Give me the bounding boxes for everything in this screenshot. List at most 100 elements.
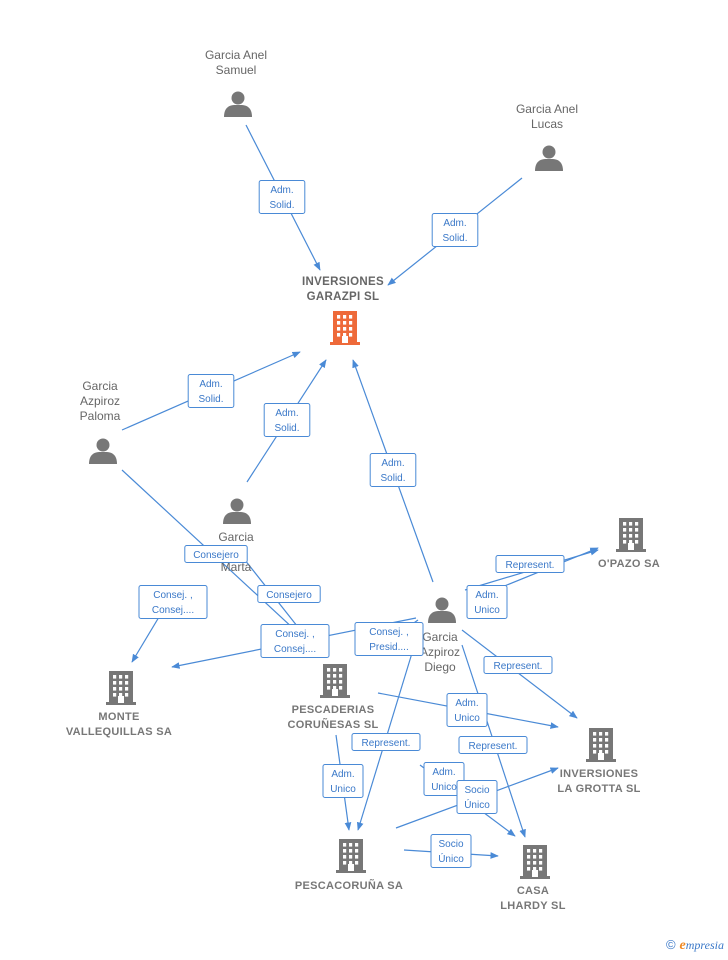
node-grotta[interactable]: INVERSIONES LA GROTTA SL	[557, 728, 640, 795]
person-icon	[428, 597, 456, 623]
building-icon	[106, 671, 136, 705]
edge-label-text: Adm.	[331, 769, 354, 780]
brand-logo-e: e	[679, 938, 686, 953]
edge-label-16[interactable]: Adm. Unico	[322, 764, 364, 798]
edge-label-17[interactable]: Adm. Unico	[423, 762, 465, 796]
node-marta[interactable]: GarciazMarta	[218, 498, 254, 575]
node-label-samuel: Samuel	[216, 63, 257, 77]
node-label-diego: Garcia	[422, 630, 458, 644]
edge-label-text: Consejero	[266, 590, 312, 601]
edge-label-5[interactable]: Consejero	[184, 545, 248, 563]
building-icon	[320, 664, 350, 698]
edge-label-text: Adm.	[270, 185, 293, 196]
node-pescacoruna[interactable]: PESCACORUÑA SA	[295, 839, 403, 892]
node-label-monte: VALLEQUILLAS SA	[66, 726, 172, 738]
edge-label-11[interactable]: Adm.Unico	[466, 585, 508, 619]
node-label-pescacoruna: PESCACORUÑA SA	[295, 879, 403, 892]
edge-label-text: Adm.	[443, 218, 466, 229]
edge-label-text: Unico	[330, 784, 356, 795]
node-label-grotta: LA GROTTA SL	[557, 783, 640, 795]
edge-label-text: Adm.	[455, 698, 478, 709]
node-lhardy[interactable]: CASA LHARDY SL	[500, 845, 565, 912]
node-label-paloma: Azpiroz	[80, 394, 120, 408]
edge-label-text: Represent.	[494, 661, 543, 672]
edge-label-8[interactable]: Consej. , Consej....	[260, 624, 330, 658]
node-label-paloma: Paloma	[80, 409, 121, 423]
edge-label-text: Adm.	[432, 767, 455, 778]
edge-label-9[interactable]: Consej. , Presid....	[354, 622, 424, 656]
edge-label-12[interactable]: Represent.	[483, 656, 553, 674]
node-label-diego: Diego	[424, 660, 456, 674]
edge-label-text: Solid.	[442, 233, 467, 244]
edge-label-text: Represent.	[506, 560, 555, 571]
edge-label-1[interactable]: Adm. Solid.	[431, 213, 479, 247]
copyright-icon: ©	[665, 937, 676, 952]
edge-label-0[interactable]: Adm. Solid.	[258, 180, 306, 214]
building-icon	[586, 728, 616, 762]
edge-label-text: Solid.	[198, 394, 223, 405]
edge-label-text: Solid.	[269, 200, 294, 211]
edge-label-6[interactable]: Consej. , Consej....	[138, 585, 208, 619]
node-label-grotta: INVERSIONES	[560, 768, 639, 780]
edge-label-10[interactable]: Represent.	[495, 555, 565, 573]
node-label-paloma: Garcia	[82, 379, 118, 393]
edge-label-2[interactable]: Adm.Solid.	[187, 374, 235, 408]
edge-label-text: Adm.	[381, 458, 404, 469]
edge-label-text: Unico	[431, 782, 457, 793]
edge-label-4[interactable]: Adm. Solid.	[369, 453, 417, 487]
node-label-lhardy: CASA	[517, 885, 549, 897]
edge-label-text: Consej....	[152, 605, 194, 616]
edge-label-text: Socio	[464, 785, 489, 796]
edge-label-3[interactable]: Adm. Solid.	[263, 403, 311, 437]
edge-label-text: Único	[464, 798, 490, 811]
edge-label-text: Solid.	[380, 473, 405, 484]
node-opazo[interactable]: O'PAZO SA	[598, 518, 660, 570]
building-icon	[520, 845, 550, 879]
edge-label-14[interactable]: Represent.	[351, 733, 421, 751]
person-icon	[89, 438, 117, 464]
node-label-lucas: Garcia Anel	[516, 102, 578, 116]
node-label-lhardy: LHARDY SL	[500, 900, 565, 912]
node-label-marta: Marta	[221, 560, 252, 574]
edge-label-text: Único	[438, 852, 464, 865]
node-label-garazpi: INVERSIONES	[302, 276, 384, 288]
edge-label-text: Solid.	[274, 423, 299, 434]
node-garazpi[interactable]: INVERSIONES GARAZPI SL	[302, 276, 384, 345]
edge-label-text: Unico	[454, 713, 480, 724]
edge-label-7[interactable]: Consejero	[257, 585, 321, 603]
edge-label-text: Consejero	[193, 550, 239, 561]
edge-label-15[interactable]: Represent.	[458, 736, 528, 754]
building-icon	[336, 839, 366, 873]
edge-label-text: Represent.	[362, 738, 411, 749]
node-label-garazpi: GARAZPI SL	[307, 291, 380, 303]
node-label-lucas: Lucas	[531, 117, 563, 131]
node-label-samuel: Garcia Anel	[205, 48, 267, 62]
brand-logo-text: mpresia	[685, 938, 724, 952]
empresia-footer-logo[interactable]: ©empresia	[666, 937, 724, 954]
edge-label-text: Consej....	[274, 644, 316, 655]
person-icon	[224, 91, 252, 117]
building-icon	[616, 518, 646, 552]
edge-label-text: Consej. ,	[153, 590, 192, 601]
node-label-diego: Azpiroz	[420, 645, 460, 659]
edge-label-text: Represent.	[469, 741, 518, 752]
person-icon	[223, 498, 251, 524]
node-label-opazo: O'PAZO SA	[598, 558, 660, 570]
edge-label-text: Consej. ,	[275, 629, 314, 640]
edge-label-text: Adm.	[275, 408, 298, 419]
edge-label-13[interactable]: Adm. Unico	[446, 693, 488, 727]
edge-label-text: Consej. ,	[369, 627, 408, 638]
edge-label-text: Adm.	[475, 590, 498, 601]
node-label-pescaderias: CORUÑESAS SL	[288, 718, 379, 731]
node-label-marta: Garcia	[218, 530, 254, 544]
edge-label-text: Presid....	[369, 642, 408, 653]
